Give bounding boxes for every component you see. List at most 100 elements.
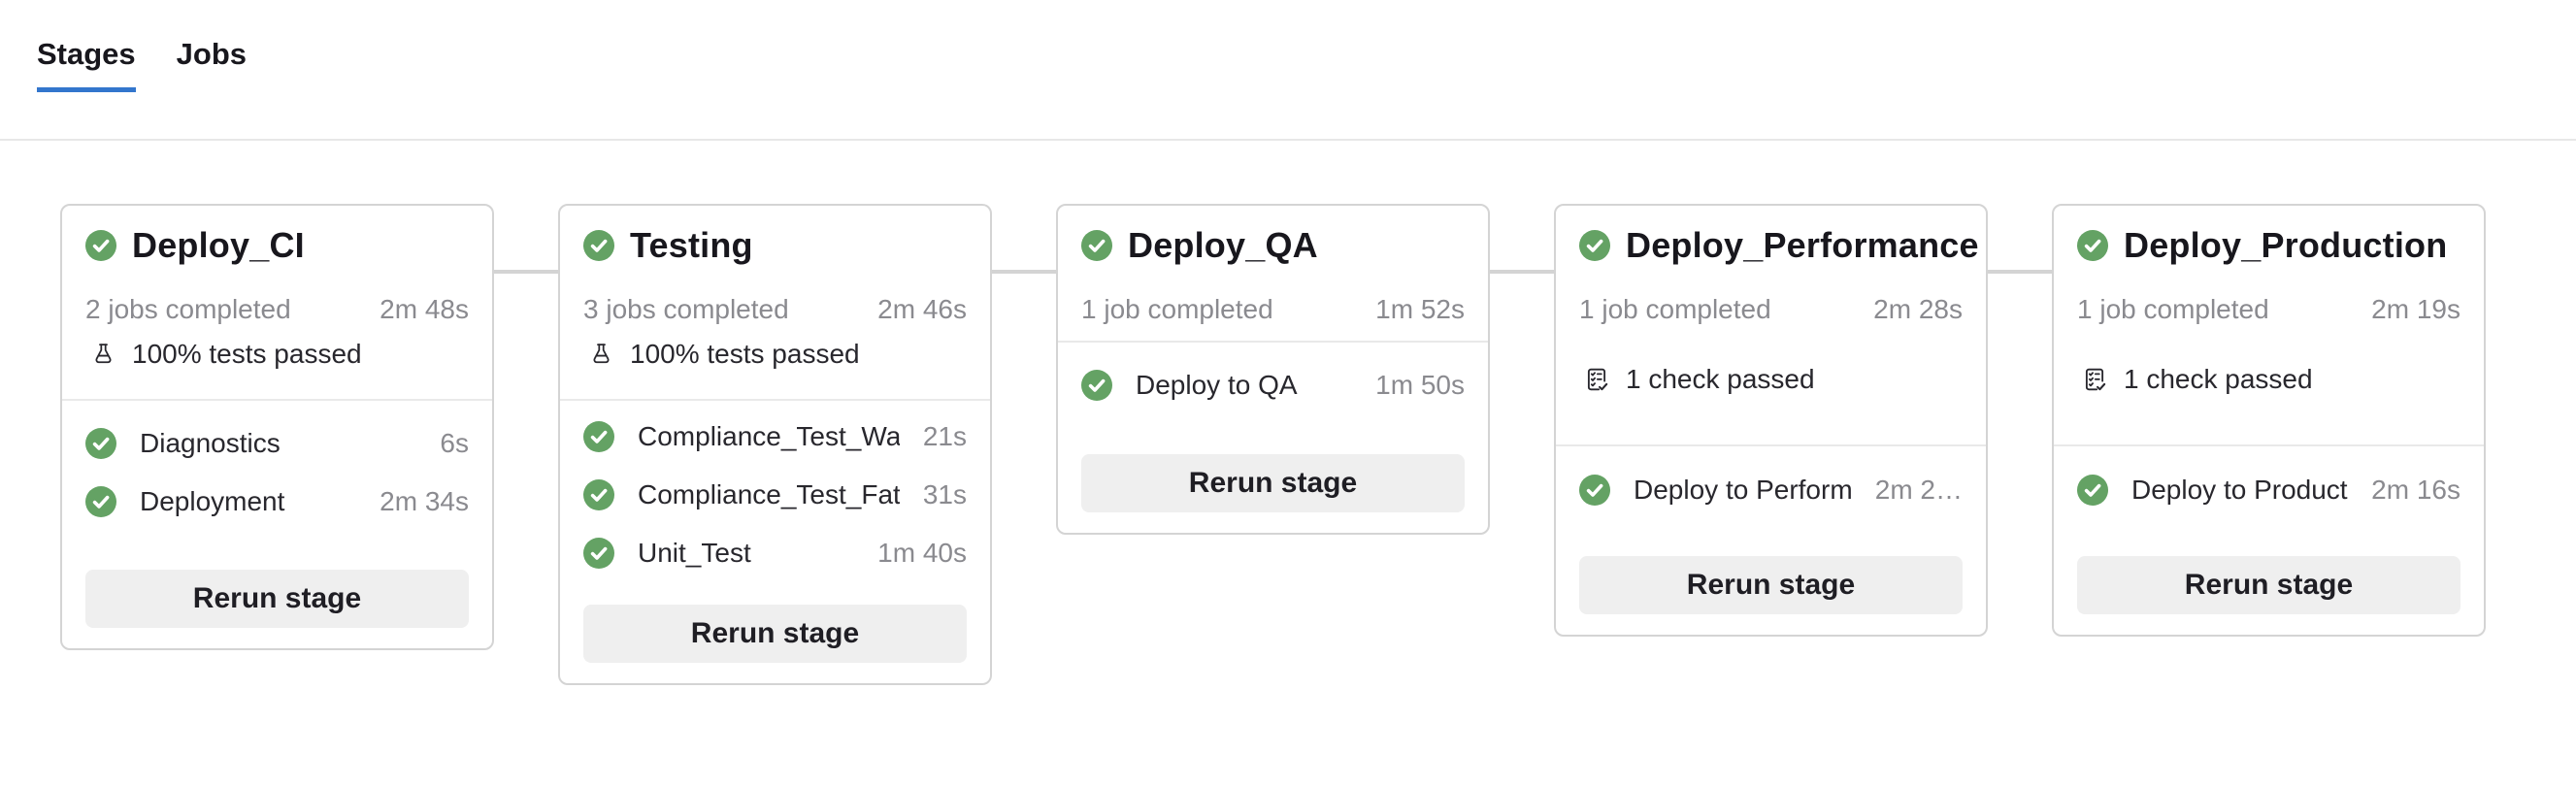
success-check-circle-icon bbox=[2077, 230, 2108, 261]
rerun-stage-button[interactable]: Rerun stage bbox=[1081, 454, 1465, 512]
success-check-circle-icon bbox=[85, 486, 116, 517]
stage-jobs-list: Deploy to Production 2m 16s Rerun stage bbox=[2054, 446, 2484, 635]
card-divider bbox=[1058, 341, 1488, 343]
card-divider bbox=[1556, 444, 1986, 446]
job-row[interactable]: Deploy to Performan… 2m 2… bbox=[1579, 475, 1963, 506]
job-name: Compliance_Test_Warning bbox=[638, 421, 900, 451]
stage-title-row: Deploy_Production bbox=[2077, 225, 2460, 265]
tests-passed-label: 100% tests passed bbox=[132, 339, 362, 369]
tabbar-divider bbox=[0, 139, 2576, 141]
success-check-circle-icon bbox=[583, 538, 614, 569]
jobs-summary: 3 jobs completed bbox=[583, 294, 789, 324]
jobs-summary: 2 jobs completed bbox=[85, 294, 291, 324]
checks-passed-badge[interactable]: 1 check passed bbox=[2077, 364, 2460, 395]
stage-title-row: Deploy_QA bbox=[1081, 225, 1465, 265]
success-check-circle-icon bbox=[1579, 230, 1610, 261]
stage-header: Deploy_Performance 1 job completed 2m 28… bbox=[1556, 206, 1986, 444]
job-name: Diagnostics bbox=[140, 428, 281, 458]
stage-duration: 1m 52s bbox=[1375, 294, 1465, 324]
stage-card-testing: Testing 3 jobs completed 2m 46s 100% tes… bbox=[558, 204, 992, 685]
job-duration: 21s bbox=[922, 421, 967, 451]
stage-connector bbox=[1485, 270, 1563, 274]
stage-meta-row: 1 job completed 1m 52s bbox=[1081, 296, 1465, 323]
success-check-circle-icon bbox=[2077, 475, 2108, 506]
rerun-stage-button[interactable]: Rerun stage bbox=[2077, 556, 2460, 614]
tab-stages[interactable]: Stages bbox=[37, 37, 136, 92]
job-row[interactable]: Diagnostics 6s bbox=[85, 428, 469, 459]
stage-name: Deploy_Performance bbox=[1626, 225, 1979, 265]
stage-name: Testing bbox=[630, 225, 753, 265]
stage-connector bbox=[985, 270, 1065, 274]
job-row[interactable]: Deploy to Production 2m 16s bbox=[2077, 475, 2460, 506]
stage-jobs-list: Compliance_Test_Warning 21s Compliance_T… bbox=[560, 401, 990, 683]
success-check-circle-icon bbox=[85, 428, 116, 459]
checks-passed-badge[interactable]: 1 check passed bbox=[1579, 364, 1963, 395]
success-check-circle-icon bbox=[583, 230, 614, 261]
checklist-icon bbox=[1579, 364, 1614, 395]
stage-connector bbox=[1983, 270, 2061, 274]
stage-name: Deploy_CI bbox=[132, 225, 305, 265]
stage-title-row: Deploy_CI bbox=[85, 225, 469, 265]
rerun-stage-button[interactable]: Rerun stage bbox=[583, 605, 967, 663]
checks-passed-label: 1 check passed bbox=[2124, 364, 2313, 394]
stage-jobs-list: Deploy to QA 1m 50s Rerun stage bbox=[1058, 343, 1488, 533]
stage-meta-row: 1 job completed 2m 19s bbox=[2077, 296, 2460, 323]
stage-meta-row: 1 job completed 2m 28s bbox=[1579, 296, 1963, 323]
stage-connector bbox=[485, 270, 565, 274]
flask-icon bbox=[583, 339, 618, 370]
stage-card-deploy-production: Deploy_Production 1 job completed 2m 19s… bbox=[2052, 204, 2486, 637]
tests-passed-label: 100% tests passed bbox=[630, 339, 860, 369]
success-check-circle-icon bbox=[1081, 370, 1112, 401]
job-duration: 1m 50s bbox=[1375, 370, 1465, 400]
rerun-stage-button[interactable]: Rerun stage bbox=[85, 570, 469, 628]
tab-jobs[interactable]: Jobs bbox=[176, 37, 248, 71]
job-row[interactable]: Unit_Test 1m 40s bbox=[583, 538, 967, 569]
success-check-circle-icon bbox=[1579, 475, 1610, 506]
stage-card-deploy-qa: Deploy_QA 1 job completed 1m 52s Deploy … bbox=[1056, 204, 1490, 535]
job-duration: 1m 40s bbox=[877, 538, 967, 568]
success-check-circle-icon bbox=[1081, 230, 1112, 261]
tests-passed-badge[interactable]: 100% tests passed bbox=[583, 339, 967, 370]
stage-meta-row: 2 jobs completed 2m 48s bbox=[85, 296, 469, 323]
flask-icon bbox=[85, 339, 120, 370]
stage-duration: 2m 48s bbox=[380, 294, 469, 324]
success-check-circle-icon bbox=[583, 479, 614, 510]
stage-jobs-list: Deploy to Performan… 2m 2… Rerun stage bbox=[1556, 446, 1986, 635]
stage-jobs-list: Diagnostics 6s Deployment 2m 34s Rerun s… bbox=[62, 401, 492, 648]
stage-duration: 2m 28s bbox=[1873, 294, 1963, 324]
checklist-icon bbox=[2077, 364, 2112, 395]
tests-passed-badge[interactable]: 100% tests passed bbox=[85, 339, 469, 370]
job-name: Compliance_Test_Fatal bbox=[638, 479, 900, 509]
stage-meta-row: 3 jobs completed 2m 46s bbox=[583, 296, 967, 323]
stage-title-row: Testing bbox=[583, 225, 967, 265]
jobs-summary: 1 job completed bbox=[2077, 294, 2269, 324]
job-row[interactable]: Compliance_Test_Fatal 31s bbox=[583, 479, 967, 510]
stage-header: Deploy_QA 1 job completed 1m 52s bbox=[1058, 206, 1488, 341]
job-name: Deployment bbox=[140, 486, 285, 516]
stage-name: Deploy_Production bbox=[2124, 225, 2448, 265]
job-duration: 2m 2… bbox=[1874, 475, 1963, 505]
success-check-circle-icon bbox=[583, 421, 614, 452]
job-row[interactable]: Deploy to QA 1m 50s bbox=[1081, 370, 1465, 401]
stage-name: Deploy_QA bbox=[1128, 225, 1318, 265]
job-duration: 31s bbox=[922, 479, 967, 509]
card-divider bbox=[560, 399, 990, 401]
stage-card-deploy-performance: Deploy_Performance 1 job completed 2m 28… bbox=[1554, 204, 1988, 637]
rerun-stage-button[interactable]: Rerun stage bbox=[1579, 556, 1963, 614]
job-row[interactable]: Compliance_Test_Warning 21s bbox=[583, 421, 967, 452]
stage-header: Testing 3 jobs completed 2m 46s 100% tes… bbox=[560, 206, 990, 399]
job-name: Unit_Test bbox=[638, 538, 751, 568]
success-check-circle-icon bbox=[85, 230, 116, 261]
jobs-summary: 1 job completed bbox=[1579, 294, 1771, 324]
job-name: Deploy to Production bbox=[2131, 475, 2348, 505]
pipeline-tabs: Stages Jobs bbox=[37, 37, 247, 92]
card-divider bbox=[2054, 444, 2484, 446]
stage-title-row: Deploy_Performance bbox=[1579, 225, 1979, 265]
job-duration: 2m 16s bbox=[2371, 475, 2460, 505]
jobs-summary: 1 job completed bbox=[1081, 294, 1273, 324]
stage-header: Deploy_CI 2 jobs completed 2m 48s 100% t… bbox=[62, 206, 492, 399]
job-row[interactable]: Deployment 2m 34s bbox=[85, 486, 469, 517]
job-name: Deploy to Performan… bbox=[1634, 475, 1852, 505]
stage-header: Deploy_Production 1 job completed 2m 19s… bbox=[2054, 206, 2484, 444]
